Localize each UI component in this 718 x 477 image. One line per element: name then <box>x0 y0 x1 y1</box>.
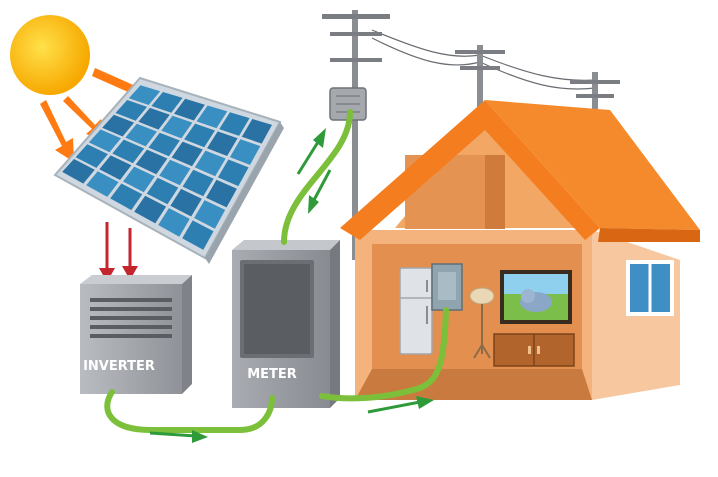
meter-label: METER <box>247 367 297 382</box>
solar-cell <box>159 159 191 186</box>
solar-cell <box>194 200 226 229</box>
dc-arrows <box>99 222 138 282</box>
tv-icon <box>500 270 572 324</box>
flow-arrows <box>149 128 434 443</box>
inverter-label: INVERTER <box>83 359 155 374</box>
solar-cell <box>62 159 95 184</box>
solar-cell <box>196 105 228 129</box>
solar-cell <box>217 159 249 187</box>
solar-cell <box>102 114 135 137</box>
solar-cell <box>125 123 157 147</box>
meter-icon: METER <box>232 240 340 408</box>
tv-cabinet <box>493 333 575 367</box>
solar-cell <box>229 139 261 165</box>
solar-cell <box>161 115 193 139</box>
solar-cell <box>182 169 214 197</box>
solar-cell <box>128 85 161 105</box>
solar-cell <box>182 220 214 250</box>
solar-cell <box>134 195 167 224</box>
cables <box>104 109 449 433</box>
solar-cell <box>207 131 238 156</box>
solar-cell <box>174 98 205 121</box>
solar-cell <box>158 208 190 237</box>
breaker-box-icon <box>431 263 463 311</box>
utility-pole-icon <box>322 10 620 260</box>
solar-cell <box>88 129 121 153</box>
solar-cell <box>219 112 250 136</box>
solar-cell <box>138 107 170 130</box>
solar-cell <box>86 171 119 197</box>
solar-cell <box>75 144 108 168</box>
sun-icon <box>10 15 90 95</box>
refrigerator-icon <box>399 267 433 355</box>
solar-cell <box>171 141 203 167</box>
solar-cell <box>135 149 168 175</box>
solar-cell <box>184 123 215 148</box>
solar-cell <box>194 150 226 177</box>
lamp-icon <box>469 287 495 359</box>
solar-cell <box>148 132 180 157</box>
solar-cell <box>115 100 148 121</box>
solar-cell <box>112 139 145 164</box>
solar-cell <box>110 183 143 211</box>
solar-cell <box>206 179 237 208</box>
solar-cell <box>123 166 155 193</box>
solar-cell <box>170 188 202 217</box>
solar-cell <box>241 119 272 144</box>
solar-panel-icon <box>53 76 284 264</box>
inverter-icon: INVERTER <box>80 275 192 394</box>
solar-cell <box>146 177 179 205</box>
solar-cell <box>99 155 132 180</box>
solar-cell <box>151 92 183 113</box>
